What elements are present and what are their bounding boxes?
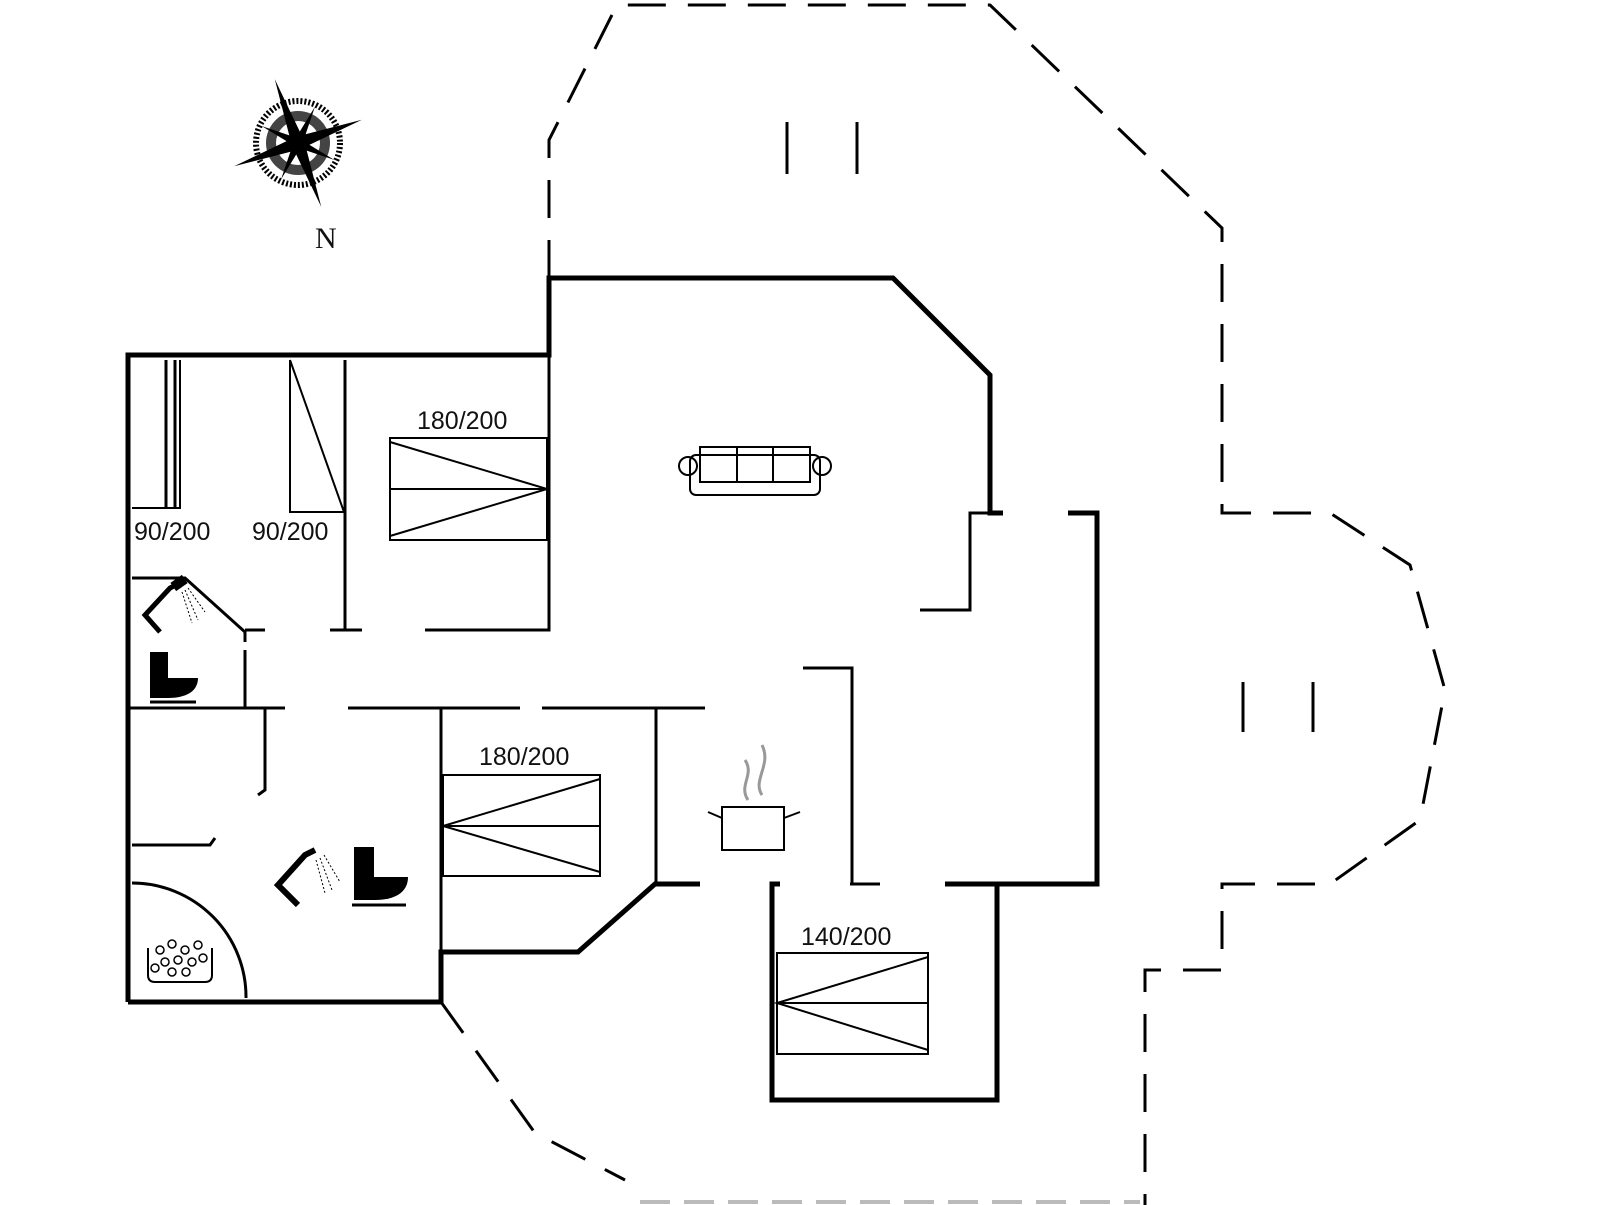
double-bed-2 (439, 774, 601, 877)
toilet-icon (150, 652, 198, 704)
wardrobe-2 (289, 359, 345, 513)
shower-icon-2 (273, 847, 341, 908)
bed-label-5: 140/200 (801, 923, 891, 951)
shower-icon (141, 574, 206, 634)
bed-label-4: 180/200 (479, 743, 569, 771)
wardrobe-1 (132, 360, 181, 509)
double-bed-3 (773, 952, 929, 1055)
terrace-outline (439, 3, 1447, 1205)
north-label: N (315, 222, 337, 255)
double-bed-1 (389, 437, 551, 541)
terrace-markers (785, 122, 1315, 732)
bed-label-1: 90/200 (134, 518, 210, 546)
bed-label-2: 90/200 (252, 518, 328, 546)
kitchen-pot-icon (707, 744, 801, 851)
bed-label-3: 180/200 (417, 407, 507, 435)
sofa-icon (678, 446, 832, 496)
toilet-icon-2 (352, 847, 408, 907)
exterior-walls (125, 275, 1100, 1103)
whirlpool-bath-icon (147, 939, 213, 983)
interior-walls (128, 355, 1003, 1002)
compass-rose-icon (234, 79, 362, 207)
